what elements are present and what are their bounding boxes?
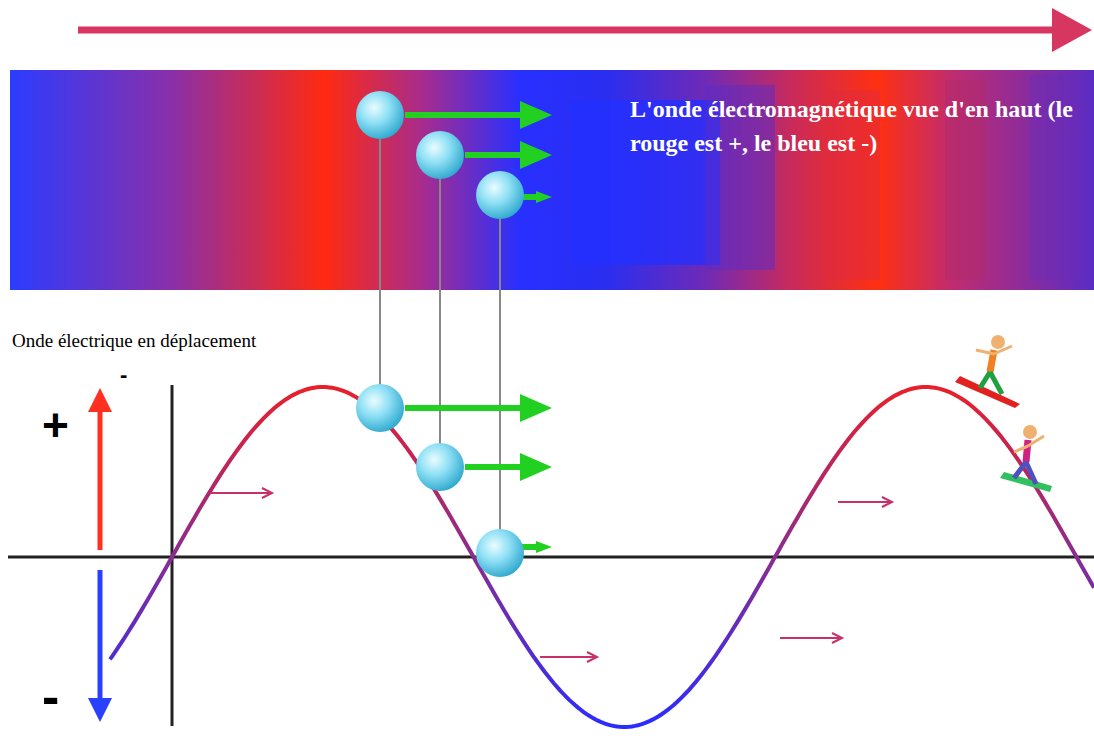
sign-label: - — [120, 362, 127, 388]
axis-title: Onde électrique en déplacement — [12, 330, 256, 352]
band-caption: L'onde électromagnétique vue d'en haut (… — [630, 92, 1090, 160]
color-band: L'onde électromagnétique vue d'en haut (… — [10, 70, 1094, 290]
sign-label: + — [42, 398, 69, 452]
sign-label: - — [42, 666, 59, 726]
